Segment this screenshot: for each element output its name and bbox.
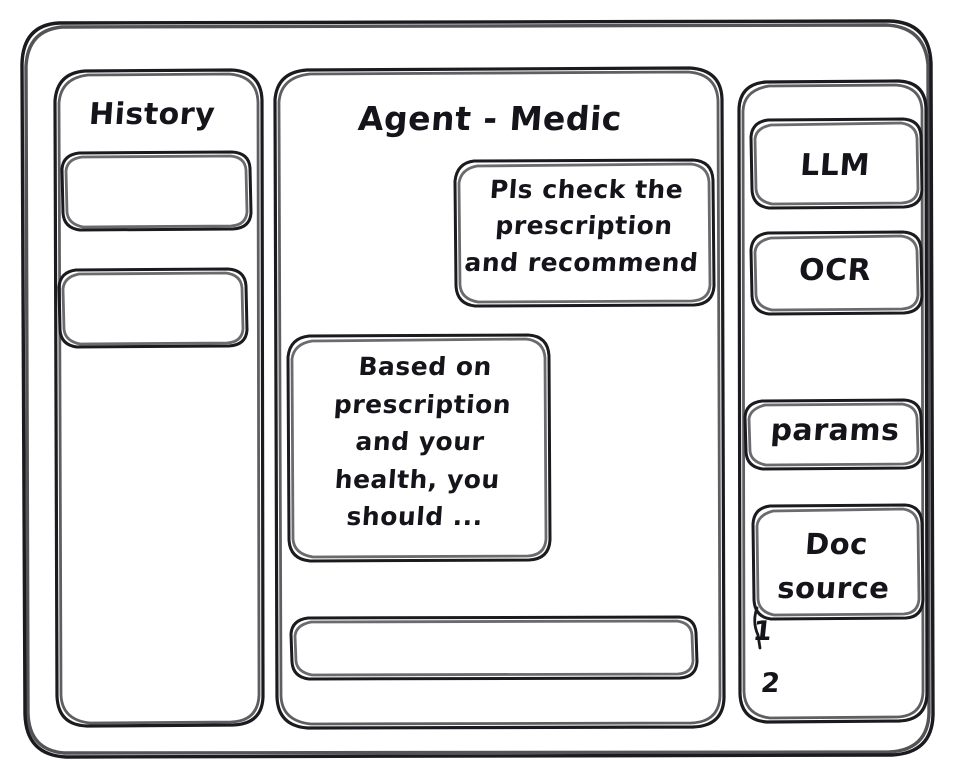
doc-list-item-1[interactable]: 1 [751,616,774,647]
page-title: Agent - Medic [356,99,624,138]
doc-list-item-2[interactable]: 2 [759,668,782,699]
llm-button[interactable] [751,119,922,208]
user-message-bubble [455,160,714,306]
doc-source-button[interactable] [753,505,923,619]
ocr-button[interactable] [751,232,922,314]
history-item-2[interactable] [59,269,247,347]
history-panel-title: History [87,97,217,132]
params-button[interactable] [745,400,922,469]
history-item-1[interactable] [62,152,252,230]
message-input[interactable] [291,617,697,679]
assistant-message-bubble [288,335,550,561]
